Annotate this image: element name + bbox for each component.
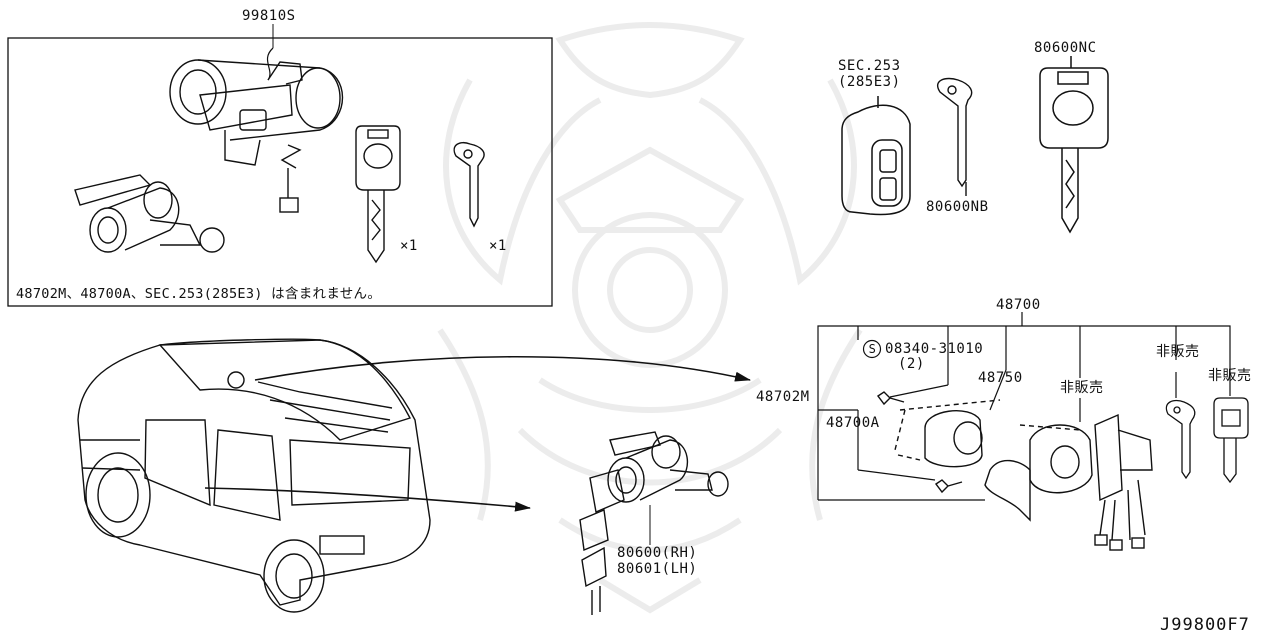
screw-marker-circle	[862, 339, 882, 359]
kit-box	[7, 37, 553, 307]
kit-key-illustration	[355, 125, 401, 264]
arrow-to-door-cylinder	[204, 487, 531, 512]
not-sold-label-1: 非販売	[1060, 380, 1104, 396]
door-cylinder-illustration	[579, 431, 729, 615]
arrow-to-back-door	[254, 355, 751, 382]
steering-lock-part-number: 48702M	[756, 389, 810, 405]
assembly-blade-key-illustration	[1165, 399, 1196, 480]
screw-marker: S	[868, 342, 877, 356]
screw-quantity: (2)	[898, 356, 925, 372]
kit-fob-quantity: ×1	[489, 238, 507, 254]
master-key-illustration	[1039, 56, 1109, 234]
door-cylinder-kit-illustration	[74, 174, 225, 253]
master-key-part-number: 80600NC	[1034, 40, 1097, 56]
ignition-lock-illustration	[169, 59, 344, 213]
screw-part-number: 08340-31010	[885, 341, 984, 357]
assembly-bracket	[817, 312, 1231, 501]
kit-exclusion-note: 48702M、48700A、SEC.253(285E3) は含まれません。	[16, 286, 382, 302]
assembly-illustration	[876, 391, 1153, 551]
vehicle-illustration	[77, 338, 431, 613]
remote-fob-illustration	[841, 96, 911, 216]
remote-section-ref: SEC.253	[838, 58, 901, 74]
assembly-master-key-illustration	[1213, 397, 1249, 484]
remote-section-sub: (285E3)	[838, 74, 901, 90]
not-sold-label-2: 非販売	[1156, 344, 1200, 360]
kit-fob-key-illustration	[453, 141, 485, 228]
door-cylinder-rh: 80600(RH)	[617, 545, 698, 561]
diagram-code: J99800F7	[1160, 615, 1250, 635]
door-cylinder-lh: 80601(LH)	[617, 561, 698, 577]
kit-part-number: 99810S	[242, 8, 296, 24]
cylinder-part-number: 48750	[978, 370, 1023, 386]
blade-key-part-number: 80600NB	[926, 199, 989, 215]
samurai-helmet-watermark	[437, 22, 863, 614]
blade-key-illustration	[937, 77, 973, 196]
not-sold-label-3: 非販売	[1208, 368, 1252, 384]
kit-key-quantity: ×1	[400, 238, 418, 254]
assembly-part-number: 48700	[996, 297, 1041, 313]
ignition-part-number: 48700A	[826, 415, 880, 431]
